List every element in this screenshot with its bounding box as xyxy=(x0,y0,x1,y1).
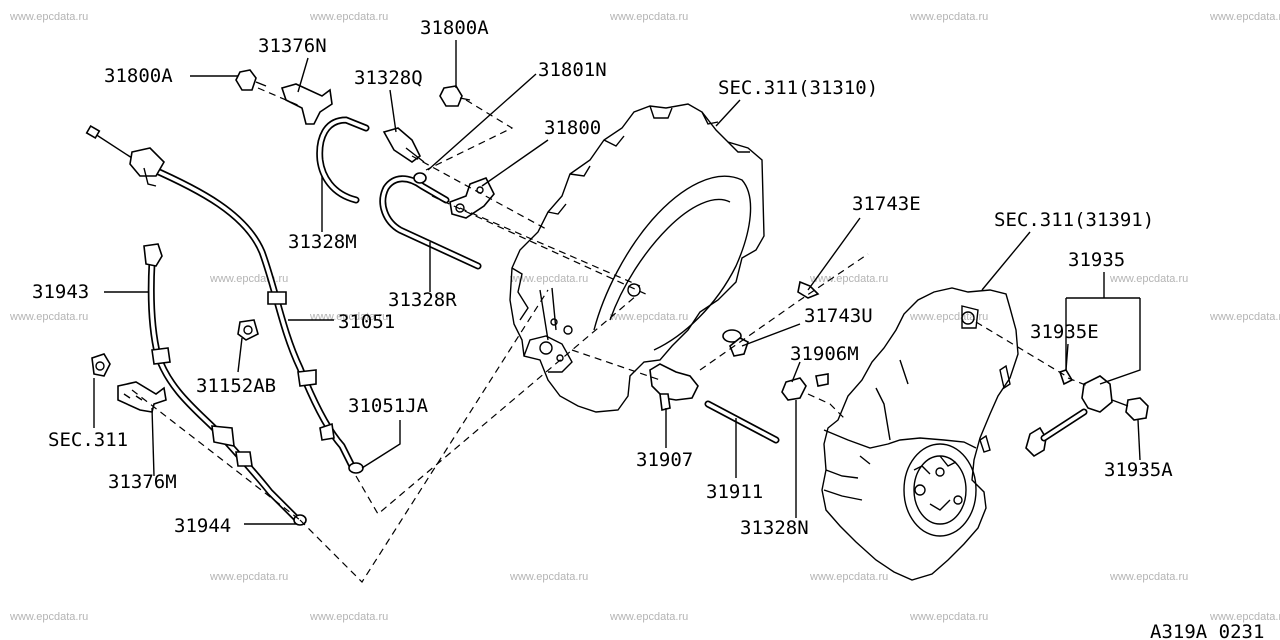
label-31152ab: 31152AB xyxy=(196,375,276,397)
watermark-text: www.epcdata.ru xyxy=(809,273,888,285)
watermark-text: www.epcdata.ru xyxy=(309,611,388,623)
cooler-pipes xyxy=(235,69,495,270)
watermark-text: www.epcdata.ru xyxy=(209,571,288,583)
watermark-text: www.epcdata.ru xyxy=(909,611,988,623)
assembly-dashed-lines xyxy=(131,87,1089,583)
watermark-text: www.epcdata.ru xyxy=(909,11,988,23)
label-31800: 31800 xyxy=(544,117,601,139)
label-31911: 31911 xyxy=(706,481,763,503)
diagram-code: A319A 0231 xyxy=(1150,621,1264,640)
watermark-text: www.epcdata.ru xyxy=(309,11,388,23)
watermark-text: www.epcdata.ru xyxy=(9,311,88,323)
label-sec-311-31310: SEC.311(31310) xyxy=(718,77,878,99)
watermark-text: www.epcdata.ru xyxy=(609,611,688,623)
label-31051ja: 31051JA xyxy=(348,395,429,417)
part-labels: 31376N 31800A 31800A 31328Q 31801N 31800… xyxy=(32,17,1264,640)
watermark-text: www.epcdata.ru xyxy=(9,11,88,23)
watermark-text: www.epcdata.ru xyxy=(509,571,588,583)
label-31051: 31051 xyxy=(338,311,395,333)
label-31935a: 31935A xyxy=(1104,459,1173,481)
cable-assemblies xyxy=(85,124,364,526)
label-31800a-top: 31800A xyxy=(420,17,489,39)
label-sec-311-31391: SEC.311(31391) xyxy=(994,209,1154,231)
watermark-text: www.epcdata.ru xyxy=(1209,611,1280,623)
label-31743e: 31743E xyxy=(852,193,921,215)
label-31906m: 31906M xyxy=(790,343,859,365)
label-31376n: 31376N xyxy=(258,35,327,57)
watermark-text: www.epcdata.ru xyxy=(509,273,588,285)
watermark-text: www.epcdata.ru xyxy=(609,311,688,323)
label-31801n: 31801N xyxy=(538,59,607,81)
label-31907: 31907 xyxy=(636,449,693,471)
label-31328r: 31328R xyxy=(388,289,457,311)
label-31935: 31935 xyxy=(1068,249,1125,271)
watermark-text: www.epcdata.ru xyxy=(1209,311,1280,323)
label-31944: 31944 xyxy=(174,515,231,537)
watermark-text: www.epcdata.ru xyxy=(1109,273,1188,285)
watermark-text: www.epcdata.ru xyxy=(209,273,288,285)
watermark-text: www.epcdata.ru xyxy=(9,611,88,623)
label-31800a-left: 31800A xyxy=(104,65,173,87)
label-31943: 31943 xyxy=(32,281,89,303)
watermark-text: www.epcdata.ru xyxy=(909,311,988,323)
watermark-text: www.epcdata.ru xyxy=(809,571,888,583)
watermark-text: www.epcdata.ru xyxy=(609,11,688,23)
watermark-text: www.epcdata.ru xyxy=(1209,11,1280,23)
label-sec-311: SEC.311 xyxy=(48,429,128,451)
leader-lines xyxy=(93,40,1141,525)
transfer-case-drawing xyxy=(821,287,1019,581)
transmission-case-drawing xyxy=(509,103,765,413)
label-31743u: 31743U xyxy=(804,305,873,327)
label-31328n: 31328N xyxy=(740,517,809,539)
label-31376m: 31376M xyxy=(108,471,177,493)
watermark-text: www.epcdata.ru xyxy=(1109,571,1188,583)
label-31935e: 31935E xyxy=(1030,321,1099,343)
label-31328q: 31328Q xyxy=(354,67,423,89)
speedo-sensor-parts xyxy=(649,280,1149,458)
label-31328m: 31328M xyxy=(288,231,357,253)
